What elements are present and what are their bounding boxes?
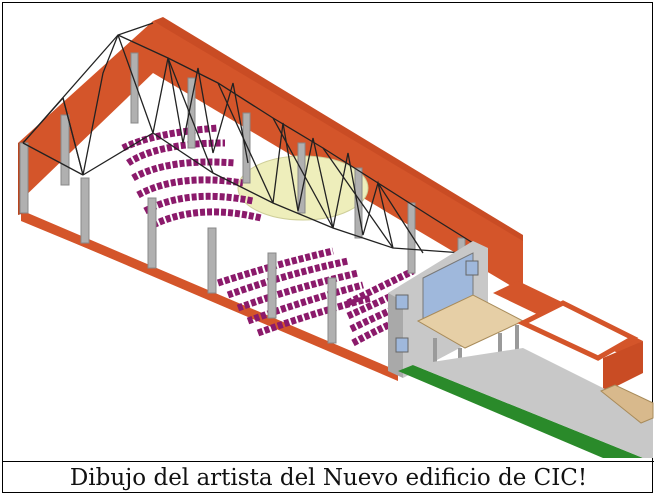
window-side <box>465 260 479 276</box>
roof-trusses <box>22 22 474 254</box>
front-low-wall <box>23 211 398 381</box>
building-drawing-svg <box>18 17 654 458</box>
annex-room <box>517 300 639 361</box>
bench <box>600 384 654 424</box>
annex-wall-end <box>603 341 643 393</box>
pavement <box>413 348 653 458</box>
lawn <box>398 365 643 458</box>
pillars <box>19 52 466 344</box>
window-lower <box>395 337 409 353</box>
entrance-wall-end <box>388 293 403 378</box>
window-upper <box>395 294 409 310</box>
building-drawing <box>3 3 654 462</box>
left-wall <box>18 21 153 203</box>
figure-caption: Dibujo del artista del Nuevo edificio de… <box>69 465 588 491</box>
